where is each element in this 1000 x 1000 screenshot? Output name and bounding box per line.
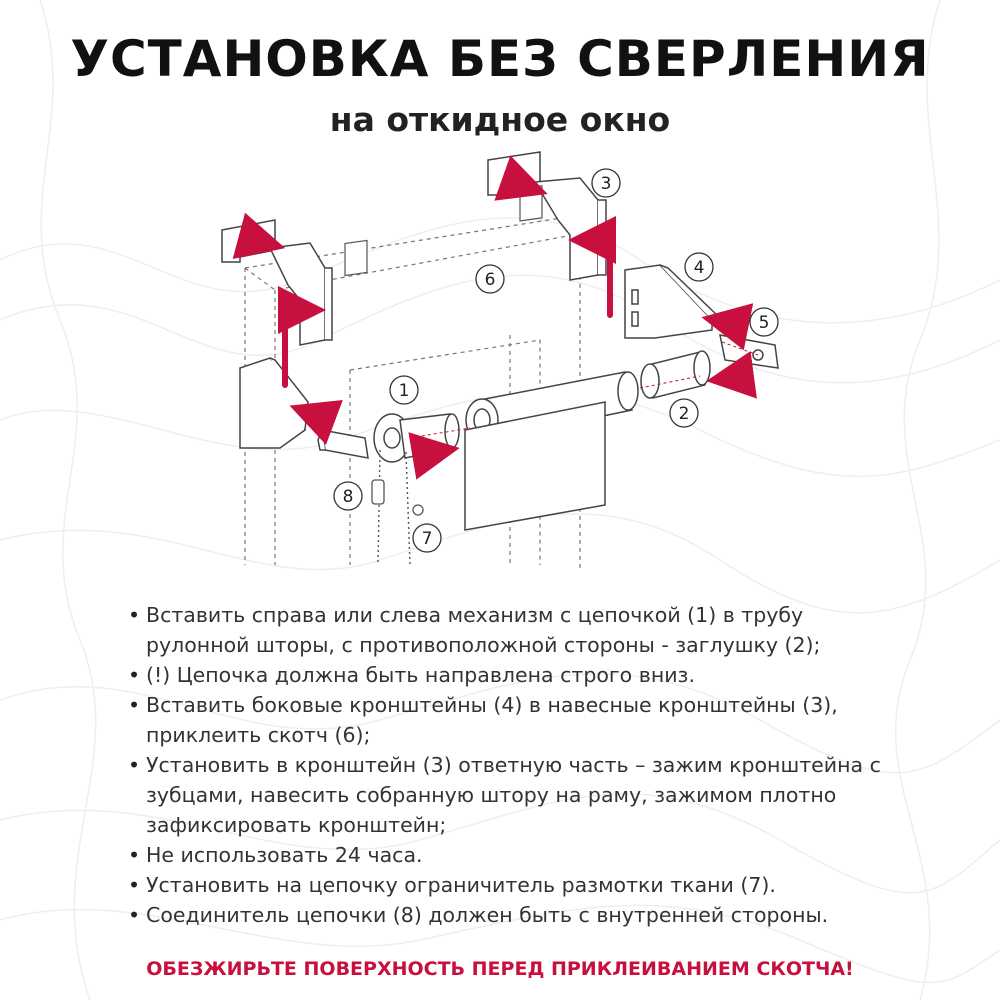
callout-8: 8 [343, 487, 354, 507]
instruction-item: Вставить боковые кронштейны (4) в навесн… [128, 690, 888, 750]
left-side-bracket [239, 357, 309, 449]
right-clamp [719, 334, 779, 369]
bead-chain [377, 449, 411, 566]
callout-3: 3 [601, 174, 612, 194]
instruction-item: Установить на цепочку ограничитель размо… [128, 870, 888, 900]
adhesive-tape [344, 185, 543, 277]
page-subtitle: на откидное окно [329, 100, 671, 139]
instruction-item: Соединитель цепочки (8) должен быть с вн… [128, 900, 888, 930]
instruction-item: Установить в кронштейн (3) ответную част… [128, 750, 888, 840]
callout-6: 6 [485, 270, 496, 290]
callout-circles [333, 168, 779, 553]
roller-tube [464, 371, 639, 531]
instruction-list: Вставить справа или слева механизм с цеп… [128, 600, 888, 930]
red-arrow-icon [232, 155, 757, 480]
instruction-item: (!) Цепочка должна быть направлена строг… [128, 660, 888, 690]
warning-footer: ОБЕЗЖИРЬТЕ ПОВЕРХНОСТЬ ПЕРЕД ПРИКЛЕИВАНИ… [146, 958, 854, 980]
callout-1: 1 [399, 381, 410, 401]
page-title: УСТАНОВКА БЕЗ СВЕРЛЕНИЯ [70, 30, 930, 88]
instruction-item: Вставить справа или слева механизм с цеп… [128, 600, 888, 660]
center-hanging-bracket [487, 151, 607, 281]
callout-7: 7 [422, 529, 433, 549]
callout-2: 2 [679, 404, 690, 424]
callout-4: 4 [694, 258, 705, 278]
left-end-cap [317, 429, 369, 459]
left-hanging-bracket [221, 219, 333, 346]
instruction-item: Не использовать 24 часа. [128, 840, 888, 870]
callout-5: 5 [759, 313, 770, 333]
chain-stopper [371, 479, 424, 516]
end-plug [640, 350, 711, 399]
